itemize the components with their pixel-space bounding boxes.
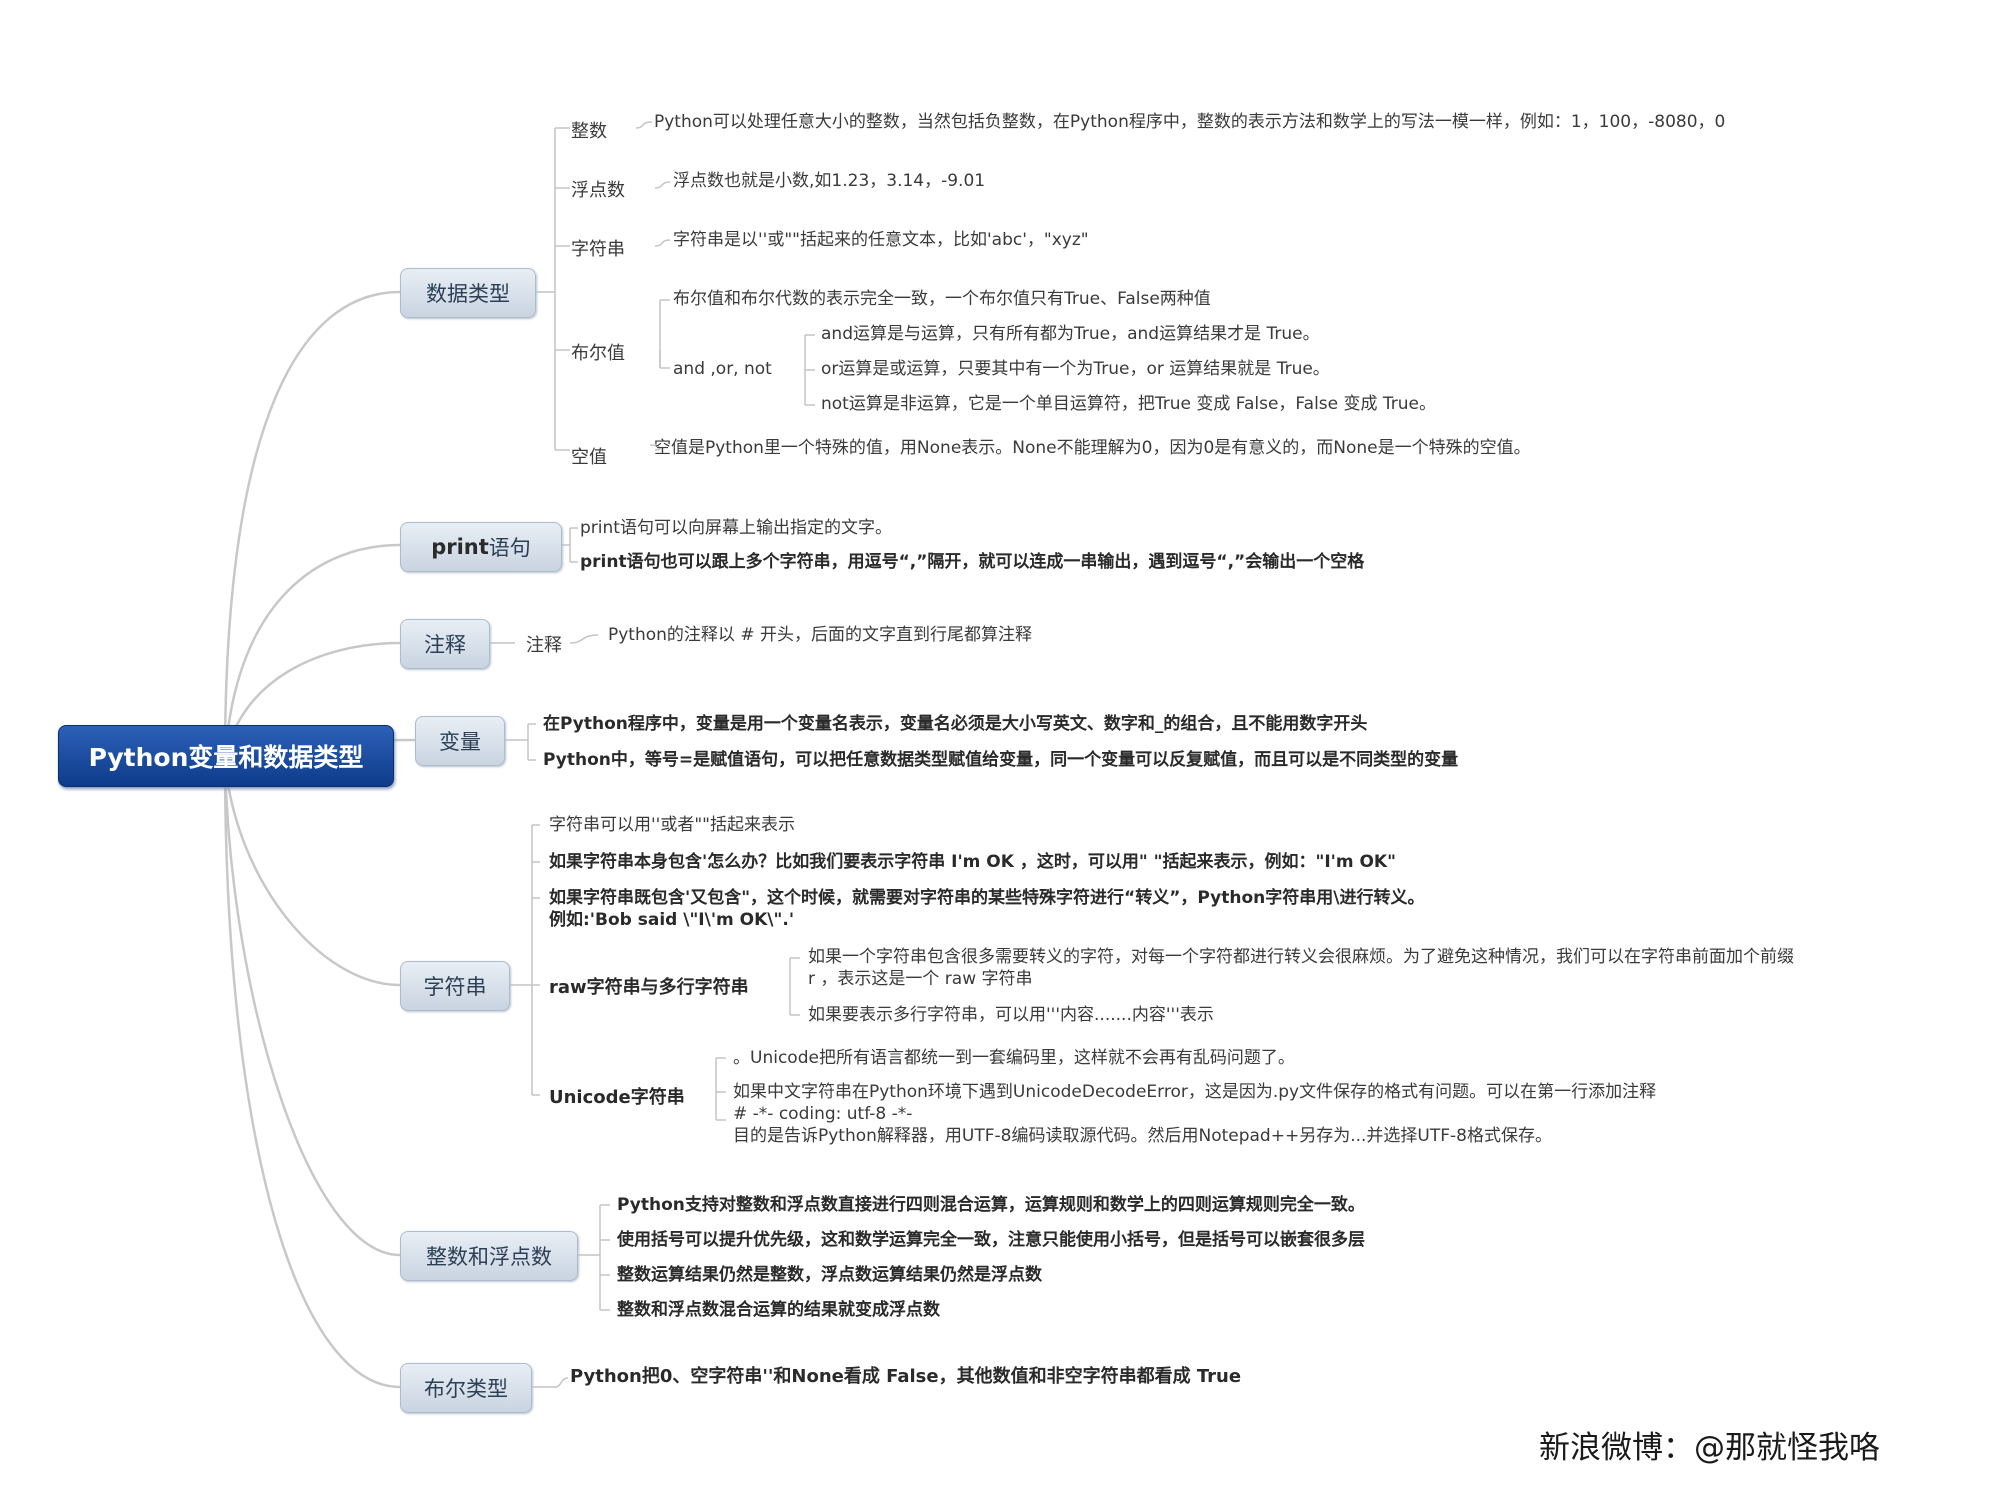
numbers-line-1: Python支持对整数和浮点数直接进行四则混合运算，运算规则和数学上的四则运算规… [617,1195,1365,1215]
topic-variable[interactable]: 变量 [415,716,505,766]
strings-line-3: 如果字符串既包含'又包含"，这个时候，就需要对字符串的某些特殊字符进行“转义”，… [549,888,1425,930]
comment-description: Python的注释以 # 开头，后面的文字直到行尾都算注释 [608,625,1032,645]
raw-description-2: 如果要表示多行字符串，可以用'''内容.......内容'''表示 [808,1005,1214,1025]
int-description: Python可以处理任意大小的整数，当然包括负整数，在Python程序中，整数的… [654,112,1726,132]
numbers-line-4: 整数和浮点数混合运算的结果就变成浮点数 [617,1300,940,1320]
bool-description: 布尔值和布尔代数的表示完全一致，一个布尔值只有True、False两种值 [673,289,1211,309]
topic-strings[interactable]: 字符串 [400,961,510,1011]
raw-description-1: 如果一个字符串包含很多需要转义的字符，对每一个字符都进行转义会很麻烦。为了避免这… [808,947,1794,989]
subtopic-float[interactable]: 浮点数 [571,180,625,201]
subtopic-int[interactable]: 整数 [571,121,607,142]
weibo-watermark: 新浪微博：@那就怪我咯 [1539,1430,1880,1466]
print-label-bold: print [431,535,489,559]
subtopic-string[interactable]: 字符串 [571,239,625,260]
numbers-line-3: 整数运算结果仍然是整数，浮点数运算结果仍然是浮点数 [617,1265,1042,1285]
unicode-description-1: 。Unicode把所有语言都统一到一套编码里，这样就不会再有乱码问题了。 [733,1048,1295,1068]
not-description: not运算是非运算，它是一个单目运算符，把True 变成 False，False… [821,394,1437,414]
float-description: 浮点数也就是小数,如1.23，3.14，-9.01 [673,171,986,191]
bool-operators-label: and ,or, not [673,359,772,379]
topic-data-types[interactable]: 数据类型 [400,268,536,318]
subtopic-bool[interactable]: 布尔值 [571,343,625,364]
root-topic[interactable]: Python变量和数据类型 [58,725,394,787]
topic-comment[interactable]: 注释 [400,619,490,669]
bool-type-description: Python把0、空字符串''和None看成 False，其他数值和非空字符串都… [570,1366,1242,1387]
subtopic-comment[interactable]: 注释 [526,635,562,656]
topic-bool-type[interactable]: 布尔类型 [400,1363,532,1413]
and-description: and运算是与运算，只有所有都为True，and运算结果才是 True。 [821,324,1320,344]
variable-line-1: 在Python程序中，变量是用一个变量名表示，变量名必须是大小写英文、数字和_的… [543,714,1368,734]
or-description: or运算是或运算，只要其中有一个为True，or 运算结果就是 True。 [821,359,1330,379]
variable-line-2: Python中，等号=是赋值语句，可以把任意数据类型赋值给变量，同一个变量可以反… [543,750,1459,770]
none-description: 空值是Python里一个特殊的值，用None表示。None不能理解为0，因为0是… [654,438,1531,458]
subtopic-raw-string[interactable]: raw字符串与多行字符串 [549,977,749,998]
strings-line-1: 字符串可以用''或者""括起来表示 [549,815,795,835]
print-label-rest: 语句 [488,536,531,560]
subtopic-none[interactable]: 空值 [571,447,607,468]
print-line-1: print语句可以向屏幕上输出指定的文字。 [580,518,892,538]
strings-line-2: 如果字符串本身包含'怎么办？比如我们要表示字符串 I'm OK ，这时，可以用"… [549,852,1396,872]
string-description: 字符串是以''或""括起来的任意文本，比如'abc'，"xyz" [673,230,1089,250]
subtopic-unicode-string[interactable]: Unicode字符串 [549,1087,685,1108]
numbers-line-2: 使用括号可以提升优先级，这和数学运算完全一致，注意只能使用小括号，但是括号可以嵌… [617,1230,1365,1250]
topic-numbers[interactable]: 整数和浮点数 [400,1231,578,1281]
unicode-description-2: 如果中文字符串在Python环境下遇到UnicodeDecodeError，这是… [733,1082,1657,1146]
print-line-2: print语句也可以跟上多个字符串，用逗号“,”隔开，就可以连成一串输出，遇到逗… [580,552,1365,572]
